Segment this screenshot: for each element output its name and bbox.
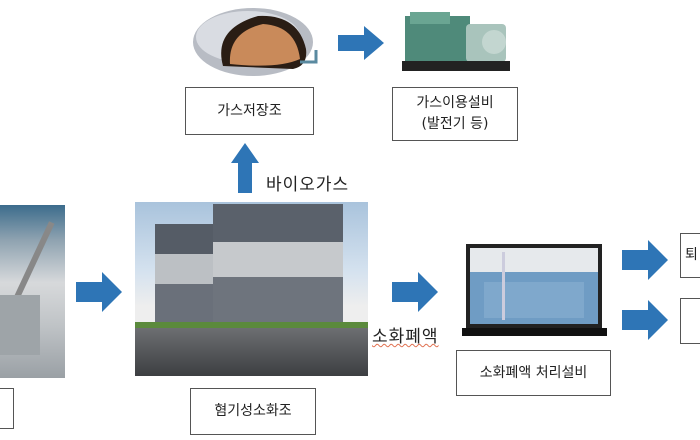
gas-use-box: 가스이용설비 (발전기 등)	[392, 87, 518, 141]
gas-storage-box: 가스저장조	[185, 87, 314, 135]
gas-use-sublabel: (발전기 등)	[421, 116, 489, 132]
arrow-right-icon	[392, 272, 438, 312]
digester-box: 혐기성소화조	[190, 388, 316, 435]
gas-use-label: 가스이용설비	[416, 95, 494, 111]
effluent-label: 소화폐액	[372, 327, 439, 347]
generator-image	[402, 12, 510, 71]
digester-building-photo	[135, 202, 368, 376]
output-top-label: 퇴	[685, 247, 698, 263]
effluent-tank-image	[462, 244, 607, 336]
arrow-right-icon	[622, 240, 668, 280]
output-box-bottom	[680, 298, 700, 344]
pretreatment-photo	[0, 205, 65, 378]
arrow-right-icon	[338, 26, 384, 60]
output-box-top: 퇴	[680, 233, 700, 278]
gas-storage-label: 가스저장조	[217, 102, 282, 119]
arrow-right-icon	[622, 300, 668, 340]
arrow-right-icon	[76, 272, 122, 312]
digester-label: 혐기성소화조	[214, 403, 292, 419]
effluent-treatment-box: 소화폐액 처리설비	[456, 350, 611, 396]
biogas-label: 바이오가스	[266, 175, 350, 195]
gas-storage-dome-image	[193, 8, 318, 76]
effluent-treatment-label: 소화폐액 처리설비	[479, 364, 588, 381]
pretreatment-box	[0, 388, 14, 429]
arrow-up-icon	[231, 143, 259, 193]
